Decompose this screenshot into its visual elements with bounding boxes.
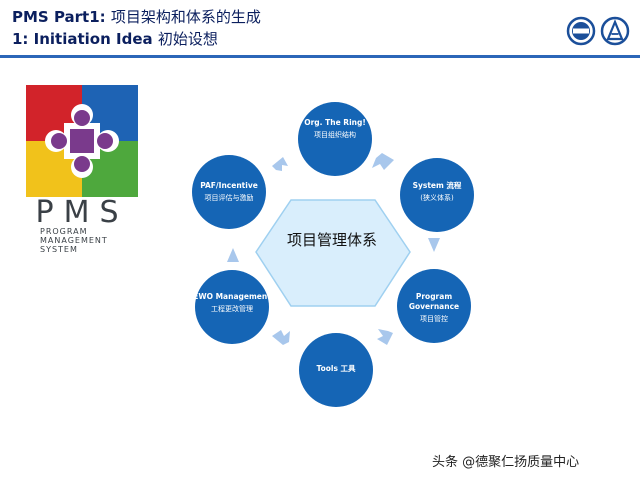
pms-logo-caption: PROGRAM MANAGEMENT SYSTEM xyxy=(40,227,140,254)
node-title: Tools 工具 xyxy=(316,364,356,373)
partner-logo-icon xyxy=(600,16,630,46)
watermark: 头条 @德聚仁扬质量中心 xyxy=(432,455,580,470)
cycle-arrows xyxy=(227,153,440,345)
title-line-2-cn: 初始设想 xyxy=(157,30,218,48)
node-subtitle: 项目组织结构 xyxy=(314,131,356,139)
node-title: EWO Management xyxy=(193,292,271,301)
pms-logo-letters: PMS xyxy=(35,195,129,230)
node-program-governance xyxy=(397,269,471,343)
node-label-ewo-management: EWO Management 工程更改管理 xyxy=(192,292,272,314)
arrow-6 xyxy=(272,157,288,171)
header-divider xyxy=(0,55,640,58)
arrow-4 xyxy=(272,330,290,345)
node-subtitle: 项目管控 xyxy=(420,315,448,323)
pms-caption-program: PROGRAM xyxy=(40,227,88,236)
cycle-nodes xyxy=(192,102,474,407)
node-title: Org. The Ring! xyxy=(304,118,366,127)
corporate-logos xyxy=(566,16,630,46)
node-paf-incentive xyxy=(192,155,266,229)
pms-caption-system: SYSTEM xyxy=(40,245,78,254)
node-title: Program Governance xyxy=(408,292,460,311)
node-label-tools: Tools 工具 xyxy=(296,364,376,374)
node-label-system: System 流程 (狭义体系) xyxy=(397,181,477,203)
node-tools xyxy=(299,333,373,407)
center-hexagon xyxy=(255,199,411,307)
node-title: PAF/Incentive xyxy=(200,181,258,190)
saic-logo-icon xyxy=(566,16,596,46)
arrow-1 xyxy=(372,153,394,170)
title-line-1-cn: 项目架构和体系的生成 xyxy=(110,8,261,26)
title-line-1-en: PMS Part1: xyxy=(12,8,106,26)
arrow-3 xyxy=(377,329,393,345)
node-subtitle: 项目评估与激励 xyxy=(204,194,254,202)
title-line-1: PMS Part1: 项目架构和体系的生成 xyxy=(12,6,261,28)
node-label-paf-incentive: PAF/Incentive 项目评估与激励 xyxy=(189,181,269,203)
node-title: System 流程 xyxy=(412,181,462,190)
title-line-2-en: 1: Initiation Idea xyxy=(12,30,153,48)
node-subtitle: (狭义体系) xyxy=(420,194,454,202)
pms-puzzle-logo-icon xyxy=(26,85,138,197)
node-label-program-governance: Program Governance 项目管控 xyxy=(394,292,474,324)
node-subtitle: 工程更改管理 xyxy=(211,305,253,313)
pms-caption-management: MANAGEMENT xyxy=(40,236,108,245)
node-ewo-management xyxy=(195,270,269,344)
node-org-ring xyxy=(298,102,372,176)
arrow-5 xyxy=(227,248,239,262)
arrow-2 xyxy=(428,238,440,252)
title-line-2: 1: Initiation Idea 初始设想 xyxy=(12,28,261,50)
center-label: 项目管理体系 xyxy=(286,231,377,249)
node-system xyxy=(400,158,474,232)
slide-title: PMS Part1: 项目架构和体系的生成 1: Initiation Idea… xyxy=(12,6,261,50)
node-label-org-ring: Org. The Ring! 项目组织结构 xyxy=(295,118,375,140)
